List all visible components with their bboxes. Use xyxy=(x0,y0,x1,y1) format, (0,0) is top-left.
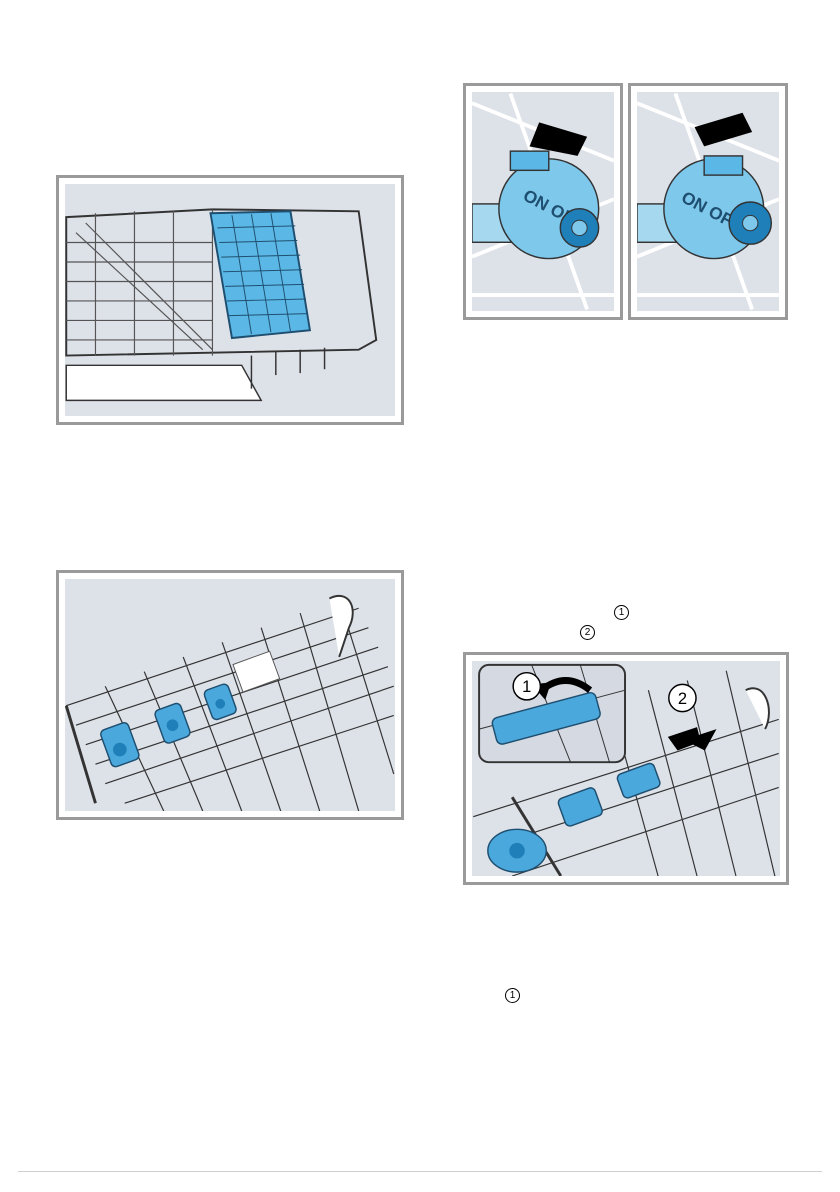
figure-panel xyxy=(65,579,395,811)
page-footer-rule xyxy=(18,1171,822,1172)
cutlery-drawer-illustration xyxy=(65,184,395,416)
step-2-label: 2 xyxy=(678,689,687,708)
step-ref-1: 1 xyxy=(614,605,629,620)
switch-on-illustration: ON OFF xyxy=(472,92,614,311)
figure-panel: ON OFF xyxy=(472,92,614,311)
step-ref-2: 2 xyxy=(580,625,595,640)
figure-panel xyxy=(65,184,395,416)
basket-removal-illustration: 1 2 xyxy=(472,661,780,876)
step-ref-3: 1 xyxy=(505,988,520,1003)
figure-basket-removal: 1 2 xyxy=(463,652,789,885)
figure-cutlery-drawer xyxy=(56,175,404,425)
figure-switch-on: ON OFF xyxy=(463,83,623,320)
figure-rack-spray-units xyxy=(56,570,404,820)
figure-panel: 1 2 xyxy=(472,661,780,876)
step-1-label: 1 xyxy=(522,677,531,696)
figure-panel: ON OFF xyxy=(637,92,779,311)
rack-spray-illustration xyxy=(65,579,395,811)
figure-switch-off: ON OFF xyxy=(628,83,788,320)
switch-off-illustration: ON OFF xyxy=(637,92,779,311)
